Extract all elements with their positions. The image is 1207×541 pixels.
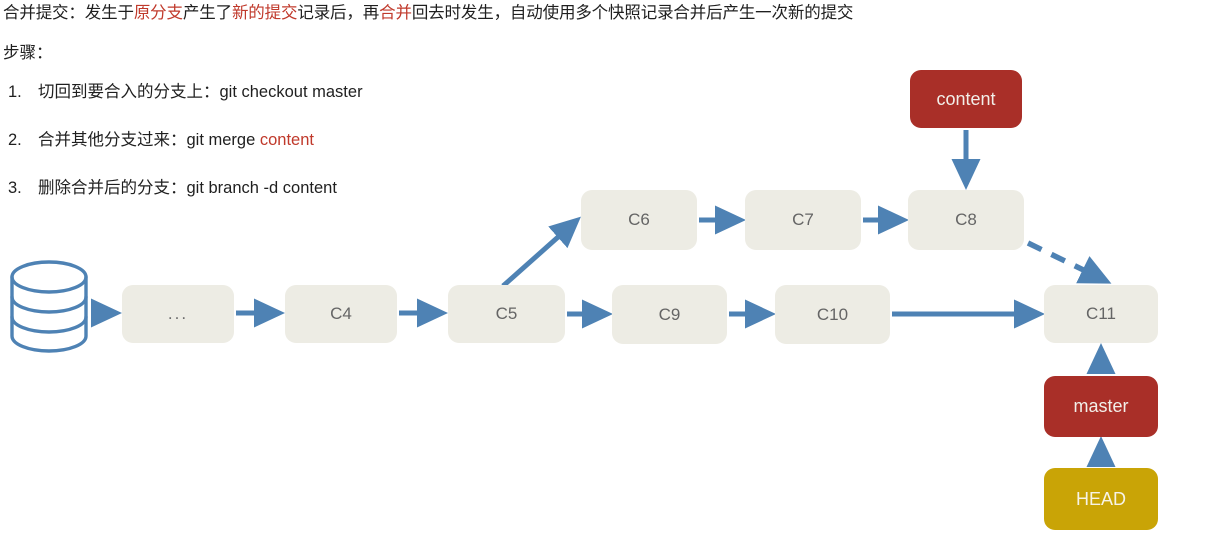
edge-c5-c6: [501, 216, 581, 288]
commit-node-c6[interactable]: C6: [581, 190, 697, 250]
step-number: 1.: [8, 83, 22, 101]
commit-node-c7[interactable]: C7: [745, 190, 861, 250]
step-command: git merge: [186, 131, 260, 149]
lead-segment-2: 产生了: [182, 4, 232, 22]
branch-label-content[interactable]: content: [910, 70, 1022, 128]
lead-paragraph: 合并提交：发生于原分支产生了新的提交记录后，再合并回去时发生，自动使用多个快照记…: [3, 4, 853, 22]
lead-segment-5-highlight: 合并: [379, 4, 412, 22]
lead-segment-4: 记录后，再: [297, 4, 380, 22]
database-cylinder-icon: [10, 260, 88, 353]
commit-label: C6: [628, 210, 650, 229]
steps-list: 1. 切回到要合入的分支上：git checkout master 2. 合并其他分…: [0, 84, 363, 228]
commit-node-c10[interactable]: C10: [775, 285, 890, 344]
step-description: 删除合并后的分支：: [38, 179, 187, 197]
commit-label: C10: [816, 304, 849, 324]
step-number: 3.: [8, 179, 22, 197]
step-command: git branch -d content: [186, 179, 337, 197]
step-command-highlight: content: [259, 131, 314, 149]
commit-node-c11[interactable]: C11: [1044, 285, 1158, 343]
commit-node-c8[interactable]: C8: [908, 190, 1024, 250]
step-description: 切回到要合入的分支上：: [38, 83, 220, 101]
branch-label-master[interactable]: master: [1044, 376, 1158, 437]
commit-node-dots[interactable]: ...: [122, 285, 234, 343]
steps-label: 步骤：: [3, 44, 53, 62]
list-item: 3. 删除合并后的分支：git branch -d content: [0, 180, 363, 228]
commit-label: C5: [495, 304, 518, 323]
list-item: 2. 合并其他分支过来：git merge content: [0, 132, 363, 180]
step-command: git checkout master: [219, 83, 363, 101]
lead-segment-6: 回去时发生，自动使用多个快照记录合并后产生一次新的提交: [411, 4, 854, 22]
step-description: 合并其他分支过来：: [38, 131, 187, 149]
commit-label: C7: [792, 210, 814, 229]
step-number: 2.: [8, 131, 22, 149]
branch-label-text: master: [1073, 396, 1129, 416]
commit-node-c9[interactable]: C9: [612, 285, 727, 344]
commit-label: ...: [167, 304, 189, 323]
commit-node-c4[interactable]: C4: [285, 285, 397, 343]
branch-label-text: content: [936, 88, 996, 109]
commit-label: C4: [330, 304, 352, 323]
lead-segment-0: 合并提交：发生于: [3, 4, 134, 22]
head-pointer-label[interactable]: HEAD: [1044, 468, 1158, 530]
commit-label: C9: [658, 304, 681, 324]
commit-node-c5[interactable]: C5: [448, 285, 565, 343]
list-item: 1. 切回到要合入的分支上：git checkout master: [0, 84, 363, 132]
commit-label: C11: [1086, 304, 1116, 323]
commit-label: C8: [955, 210, 977, 229]
edge-c8-c11-dashed: [1026, 240, 1112, 284]
head-label-text: HEAD: [1075, 488, 1126, 509]
lead-segment-3-highlight: 新的提交: [231, 4, 298, 22]
lead-segment-1-highlight: 原分支: [133, 4, 183, 22]
